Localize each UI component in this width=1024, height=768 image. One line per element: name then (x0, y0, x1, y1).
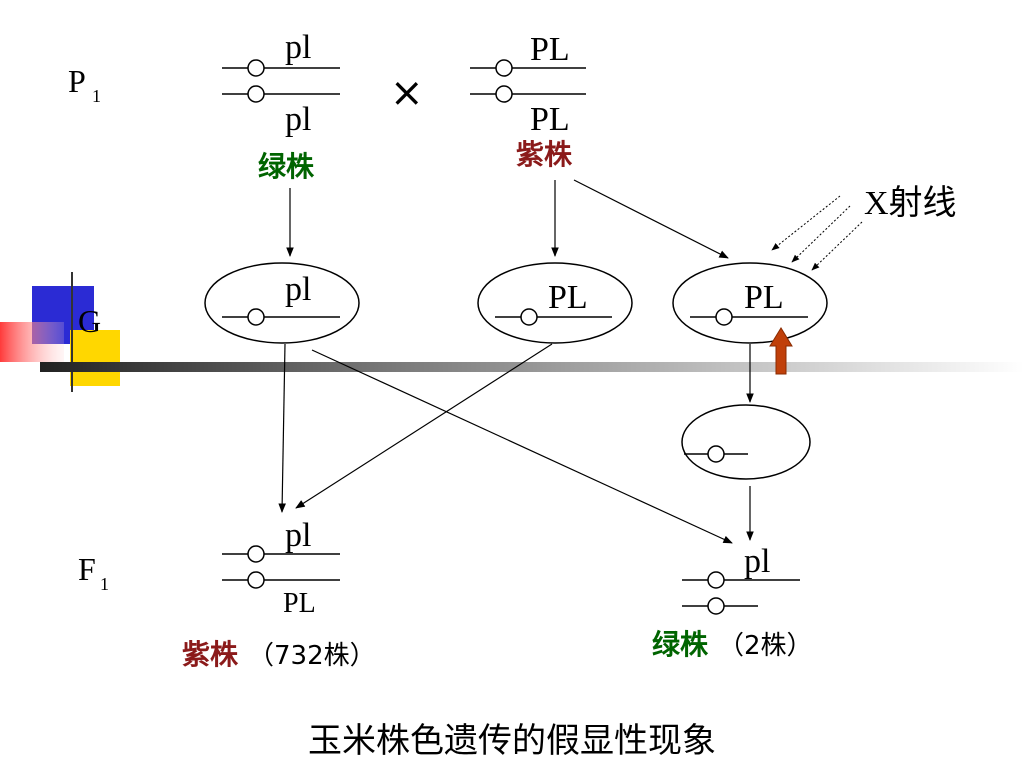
f1-left-count: （732株） (248, 641, 376, 671)
parent-right-top-allele: PL (530, 31, 570, 68)
logo-red-bar (0, 322, 64, 362)
f1-label: F (78, 551, 96, 587)
slide-title: 玉米株色遗传的假显性现象 (308, 721, 716, 761)
generation-label-p1: P 1 (68, 63, 101, 106)
f1-right-top-allele: pl (744, 543, 770, 580)
gamete-allele: pl (285, 271, 311, 308)
gamete-PL: PL (477, 262, 633, 344)
xray-ray-arrow (811, 221, 863, 271)
centromere-icon (247, 59, 265, 77)
gamete-ellipse (672, 262, 828, 344)
gamete-ellipse (477, 262, 633, 344)
centromere-icon (247, 571, 265, 589)
centromere-icon (707, 445, 725, 463)
centromere-icon (247, 545, 265, 563)
parent-right-bottom-allele: PL (530, 101, 570, 138)
xray-ray-arrow (791, 205, 851, 263)
centromere-icon (715, 308, 733, 326)
xray-rays (771, 195, 863, 271)
parent-left-chromosomes: pl pl 绿株 (222, 29, 340, 183)
horizontal-gradient-bar (40, 362, 1024, 372)
f1-left-phenotype: 紫株 (182, 638, 239, 671)
f1-left-top-allele: pl (285, 517, 311, 554)
f1-right-chromosomes: pl (682, 543, 800, 615)
gamete-ellipse (204, 262, 360, 344)
xray-ray-arrow (771, 195, 841, 251)
generation-label-g: G (78, 303, 101, 339)
parent-left-bottom-allele: pl (285, 101, 311, 138)
deletion-highlight-arrow-icon (769, 327, 793, 375)
f1-right-count: （2株） (718, 631, 813, 661)
arrow-parent-right-to-irradiated-gamete (573, 179, 729, 259)
f1-subscript: 1 (100, 574, 109, 594)
parent-right-phenotype: 紫株 (516, 138, 573, 171)
xray-label: X射线 (864, 184, 957, 222)
f1-left-chromosomes: pl PL (222, 517, 340, 619)
centromere-icon (247, 85, 265, 103)
gamete-allele: PL (744, 279, 784, 316)
centromere-icon (495, 59, 513, 77)
decorative-logo (0, 272, 1024, 392)
cross-symbol: × (390, 70, 424, 116)
p1-subscript: 1 (92, 86, 101, 106)
arrow-gamete-pl-to-f1-left (278, 343, 286, 513)
f1-left-bottom-allele: PL (283, 588, 316, 619)
centromere-icon (707, 597, 725, 615)
arrow-gamete-pl-to-f1-right (311, 349, 733, 544)
centromere-icon (495, 85, 513, 103)
centromere-icon (520, 308, 538, 326)
centromere-icon (247, 308, 265, 326)
arrow-gamete-PL-to-f1-left (295, 343, 553, 509)
gamete-deleted (681, 404, 811, 480)
centromere-icon (707, 571, 725, 589)
gamete-PL-irradiated: PL (672, 262, 828, 344)
gamete-pl: pl (204, 262, 360, 344)
gamete-ellipse (681, 404, 811, 480)
generation-label-f1: F 1 (78, 551, 109, 594)
parent-left-top-allele: pl (285, 29, 311, 66)
f1-right-phenotype: 绿株 (652, 628, 709, 661)
p1-label: P (68, 63, 86, 99)
parent-left-phenotype: 绿株 (258, 150, 315, 183)
logo-yellow-square (70, 330, 120, 386)
gamete-allele: PL (548, 279, 588, 316)
parent-right-chromosomes: PL PL 紫株 (470, 31, 586, 171)
